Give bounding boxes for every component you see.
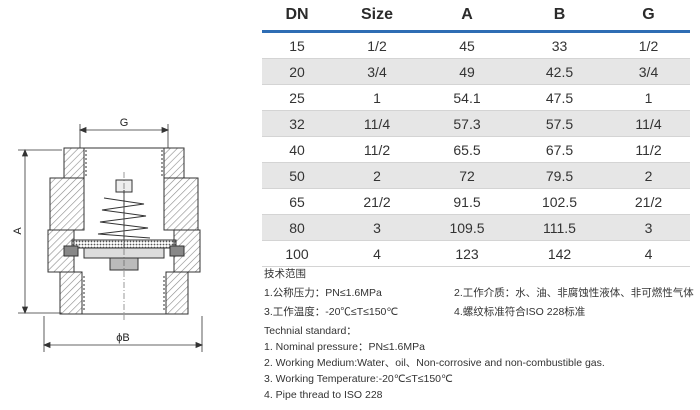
cell-b: 33 [512, 31, 607, 59]
cell-g: 3 [607, 214, 690, 241]
table-row: 65 21/2 91.5 102.5 21/2 [262, 188, 690, 215]
cell-b: 102.5 [512, 188, 607, 215]
cell-b: 142 [512, 240, 607, 267]
technical-notes: 技术范围 1.公称压力：PN≤1.6MPa 2.工作介质：水、油、非腐蚀性液体、… [264, 266, 694, 403]
dimension-a-label: A [12, 227, 24, 235]
cell-g: 11/2 [607, 136, 690, 163]
cell-dn: 65 [262, 188, 332, 215]
table-row: 32 11/4 57.3 57.5 11/4 [262, 110, 690, 137]
cell-g: 1/2 [607, 31, 690, 59]
header-a: A [422, 0, 512, 33]
header-g: G [607, 0, 690, 33]
cell-dn: 32 [262, 110, 332, 137]
cell-a: 45 [422, 31, 512, 59]
notes-cn-row-1: 1.公称压力：PN≤1.6MPa 2.工作介质：水、油、非腐蚀性液体、非可燃性气… [264, 285, 694, 301]
notes-cn-title: 技术范围 [264, 268, 306, 280]
cell-dn: 20 [262, 58, 332, 85]
cell-size: 1/2 [332, 31, 422, 59]
notes-en-pressure: 1. Nominal pressure：PN≤1.6MPa [264, 341, 425, 353]
table-row: 100 4 123 142 4 [262, 240, 690, 267]
cell-size: 11/2 [332, 136, 422, 163]
dimension-g-label: G [120, 117, 129, 129]
dimension-b [42, 316, 204, 352]
cell-size: 1 [332, 84, 422, 111]
cell-g: 11/4 [607, 110, 690, 137]
cell-g: 21/2 [607, 188, 690, 215]
cell-b: 79.5 [512, 162, 607, 189]
notes-cn-thread: 4.螺纹标准符合ISO 228标准 [454, 306, 586, 318]
cell-dn: 100 [262, 240, 332, 267]
cell-dn: 80 [262, 214, 332, 241]
cell-b: 57.5 [512, 110, 607, 137]
notes-en-thread: 4. Pipe thread to ISO 228 [264, 389, 383, 401]
cell-size: 21/2 [332, 188, 422, 215]
cell-dn: 25 [262, 84, 332, 111]
cell-b: 67.5 [512, 136, 607, 163]
table-row: 40 11/2 65.5 67.5 11/2 [262, 136, 690, 163]
cell-a: 123 [422, 240, 512, 267]
table-row: 80 3 109.5 111.5 3 [262, 214, 690, 241]
cell-g: 2 [607, 162, 690, 189]
table-header-row: DN Size A B G [262, 0, 690, 33]
cell-a: 65.5 [422, 136, 512, 163]
table-row: 25 1 54.1 47.5 1 [262, 84, 690, 111]
table-row: 20 3/4 49 42.5 3/4 [262, 58, 690, 85]
header-size: Size [332, 0, 422, 33]
spec-table: DN Size A B G 15 1/2 45 33 1/2 20 3/4 49… [262, 0, 690, 267]
cell-size: 3 [332, 214, 422, 241]
cell-size: 2 [332, 162, 422, 189]
cell-dn: 15 [262, 31, 332, 59]
cell-dn: 40 [262, 136, 332, 163]
cell-size: 11/4 [332, 110, 422, 137]
dimension-g [78, 124, 170, 148]
cell-b: 111.5 [512, 214, 607, 241]
cell-a: 109.5 [422, 214, 512, 241]
cell-a: 72 [422, 162, 512, 189]
table-row: 15 1/2 45 33 1/2 [262, 31, 690, 59]
cell-b: 42.5 [512, 58, 607, 85]
valve-body [47, 147, 201, 315]
cell-b: 47.5 [512, 84, 607, 111]
cell-a: 54.1 [422, 84, 512, 111]
notes-en-title: Technial standard： [264, 325, 357, 337]
dimension-b-label: ϕB [116, 332, 130, 344]
header-b: B [512, 0, 607, 33]
notes-cn-temperature: 3.工作温度：-20℃≤T≤150℃ [264, 306, 399, 318]
table-row: 50 2 72 79.5 2 [262, 162, 690, 189]
cell-size: 4 [332, 240, 422, 267]
notes-cn-pressure: 1.公称压力：PN≤1.6MPa [264, 287, 382, 299]
cell-a: 49 [422, 58, 512, 85]
dimension-a [18, 148, 62, 315]
cell-a: 57.3 [422, 110, 512, 137]
valve-drawing: G A ϕB [12, 117, 204, 352]
notes-cn-medium: 2.工作介质：水、油、非腐蚀性液体、非可燃性气体 [454, 287, 694, 299]
cell-g: 4 [607, 240, 690, 267]
cell-g: 3/4 [607, 58, 690, 85]
notes-cn-row-2: 3.工作温度：-20℃≤T≤150℃ 4.螺纹标准符合ISO 228标准 [264, 304, 694, 320]
notes-en-temperature: 3. Working Temperature:-20℃≤T≤150℃ [264, 373, 453, 385]
header-dn: DN [262, 0, 332, 33]
cell-a: 91.5 [422, 188, 512, 215]
cell-dn: 50 [262, 162, 332, 189]
notes-en-medium: 2. Working Medium:Water、oil、Non-corrosiv… [264, 357, 605, 369]
cell-size: 3/4 [332, 58, 422, 85]
cell-g: 1 [607, 84, 690, 111]
